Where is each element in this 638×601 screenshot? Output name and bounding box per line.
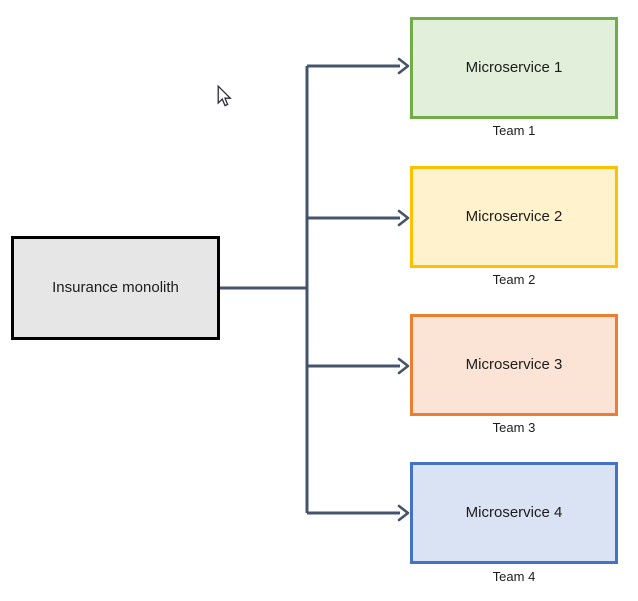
node-label-microservice-1: Microservice 1 bbox=[465, 59, 563, 76]
arrowhead-icon-1 bbox=[397, 57, 410, 75]
team-caption-1: Team 1 bbox=[492, 123, 536, 138]
node-label-monolith: Insurance monolith bbox=[52, 279, 179, 296]
arrowhead-icon-3 bbox=[397, 357, 410, 375]
node-label-microservice-2: Microservice 2 bbox=[465, 208, 563, 225]
node-microservice-4[interactable]: Microservice 4 bbox=[410, 462, 618, 564]
node-microservice-1[interactable]: Microservice 1 bbox=[410, 17, 618, 119]
node-microservice-2[interactable]: Microservice 2 bbox=[410, 166, 618, 268]
team-caption-3: Team 3 bbox=[492, 420, 536, 435]
arrowhead-icon-4 bbox=[397, 504, 410, 522]
team-caption-4: Team 4 bbox=[492, 569, 536, 584]
node-label-microservice-4: Microservice 4 bbox=[465, 504, 563, 521]
arrowhead-icon-2 bbox=[397, 209, 410, 227]
node-label-microservice-3: Microservice 3 bbox=[465, 356, 563, 373]
team-caption-2: Team 2 bbox=[492, 272, 536, 287]
node-insurance-monolith[interactable]: Insurance monolith bbox=[11, 236, 220, 340]
node-microservice-3[interactable]: Microservice 3 bbox=[410, 314, 618, 416]
